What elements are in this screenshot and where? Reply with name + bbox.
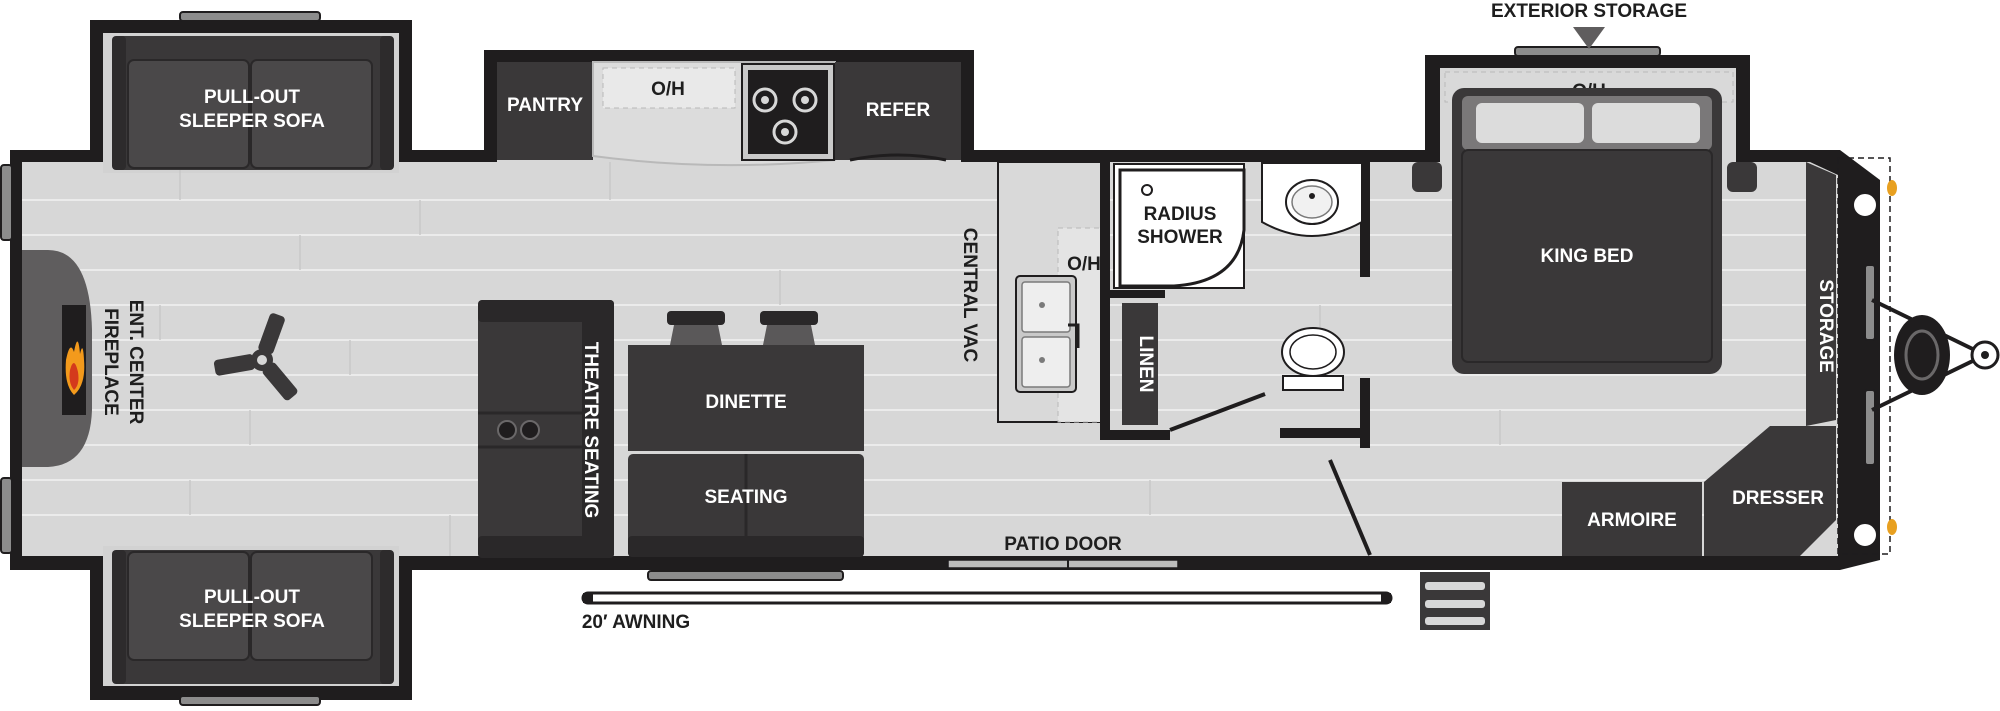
armoire: ARMOIRE xyxy=(1562,482,1702,556)
refer-label: REFER xyxy=(866,100,931,121)
theatre-seating: THEATRE SEATING xyxy=(478,300,614,558)
bathroom-sink-icon xyxy=(1261,162,1363,237)
sofa-bottom-label-2: SLEEPER SOFA xyxy=(179,611,325,632)
dresser-label: DRESSER xyxy=(1732,488,1824,509)
armoire-label: ARMOIRE xyxy=(1587,510,1677,531)
double-sink-icon xyxy=(1015,275,1080,393)
island-oh-label: O/H xyxy=(1067,254,1101,275)
kitchen-island: O/H xyxy=(997,161,1103,423)
ceiling-fan-icon xyxy=(213,313,298,401)
sleeper-sofa-bottom: PULL-OUT SLEEPER SOFA xyxy=(112,550,394,684)
storage-label: STORAGE xyxy=(1815,279,1836,373)
awning-label: 20′ AWNING xyxy=(582,612,690,633)
central-vac-label: CENTRAL VAC xyxy=(959,228,980,363)
fireplace-label: FIREPLACE xyxy=(100,308,121,416)
entry-steps xyxy=(1420,572,1490,630)
fireplace: ENT. CENTER FIREPLACE xyxy=(22,250,146,467)
sofa-top-label-2: SLEEPER SOFA xyxy=(179,111,325,132)
kitchen-slide: PANTRY O/H REFER xyxy=(497,61,961,167)
marker-lights xyxy=(1887,180,1897,535)
kitchen-oh-label: O/H xyxy=(651,79,685,100)
shower-label-2: SHOWER xyxy=(1137,227,1223,248)
shower-label-1: RADIUS xyxy=(1144,204,1217,225)
theatre-seating-label: THEATRE SEATING xyxy=(580,342,601,519)
pantry-label: PANTRY xyxy=(507,95,583,116)
king-bed: KING BED xyxy=(1452,88,1722,374)
dinette-label: DINETTE xyxy=(705,392,786,413)
linen-label: LINEN xyxy=(1135,336,1156,393)
exterior-storage: EXTERIOR STORAGE xyxy=(1491,1,1687,49)
king-bed-label: KING BED xyxy=(1541,246,1634,267)
sofa-bottom-label-1: PULL-OUT xyxy=(204,587,300,608)
patio-door-label: PATIO DOOR xyxy=(1004,534,1122,555)
dresser: DRESSER xyxy=(1704,426,1836,556)
hitch-icon xyxy=(1871,298,2000,412)
cooktop-icon xyxy=(741,63,835,161)
linen-closet: LINEN xyxy=(1122,303,1266,432)
ent-center-label: ENT. CENTER xyxy=(125,300,146,425)
sleeper-sofa-top: PULL-OUT SLEEPER SOFA xyxy=(112,36,394,170)
awning xyxy=(581,591,1393,605)
sofa-top-label-1: PULL-OUT xyxy=(204,87,300,108)
toilet-icon xyxy=(1281,327,1345,391)
seating-label: SEATING xyxy=(704,487,787,508)
exterior-storage-label: EXTERIOR STORAGE xyxy=(1491,1,1687,22)
dinette: DINETTE SEATING xyxy=(628,311,864,557)
down-arrow-icon xyxy=(1573,27,1605,49)
radius-shower: RADIUS SHOWER xyxy=(1113,163,1246,289)
slide-trim xyxy=(0,11,1876,706)
front-storage: STORAGE xyxy=(1806,157,1891,555)
